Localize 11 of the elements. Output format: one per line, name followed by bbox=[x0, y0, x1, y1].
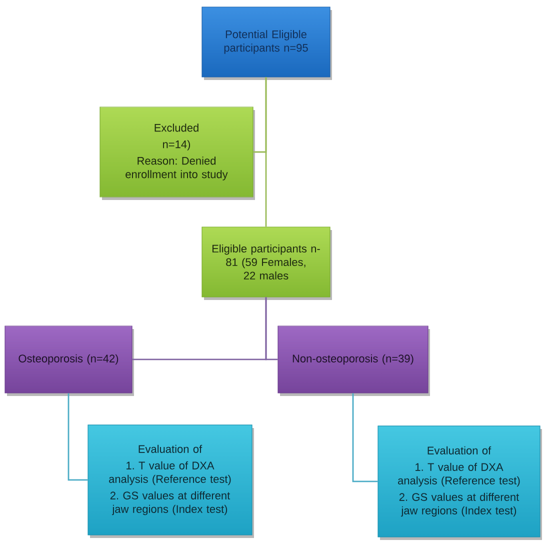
connector-line bbox=[352, 393, 378, 482]
process-box: Osteoporosis (n=42) bbox=[4, 326, 134, 396]
process-box: Evaluation of 1. T value of DXA analysis (Reference test) 2. GS values at different jaw regions (Index test) bbox=[378, 426, 542, 540]
process-box: Potential Eligible participants n=95 bbox=[202, 6, 332, 80]
connector-line bbox=[253, 77, 267, 153]
process-box: Non-osteoporosis (n=39) bbox=[278, 326, 430, 396]
process-box: Eligible participants n- 81 (59 Females, 22 males bbox=[202, 226, 332, 300]
connector-line bbox=[265, 297, 278, 360]
connector-line bbox=[68, 393, 88, 481]
process-box: Excluded n=14) Reason: Denied enrollment into study bbox=[100, 106, 255, 200]
process-box: Evaluation of 1. T value of DXA analysis (Reference test) 2. GS values at different jaw regions (Index test) bbox=[88, 424, 254, 538]
